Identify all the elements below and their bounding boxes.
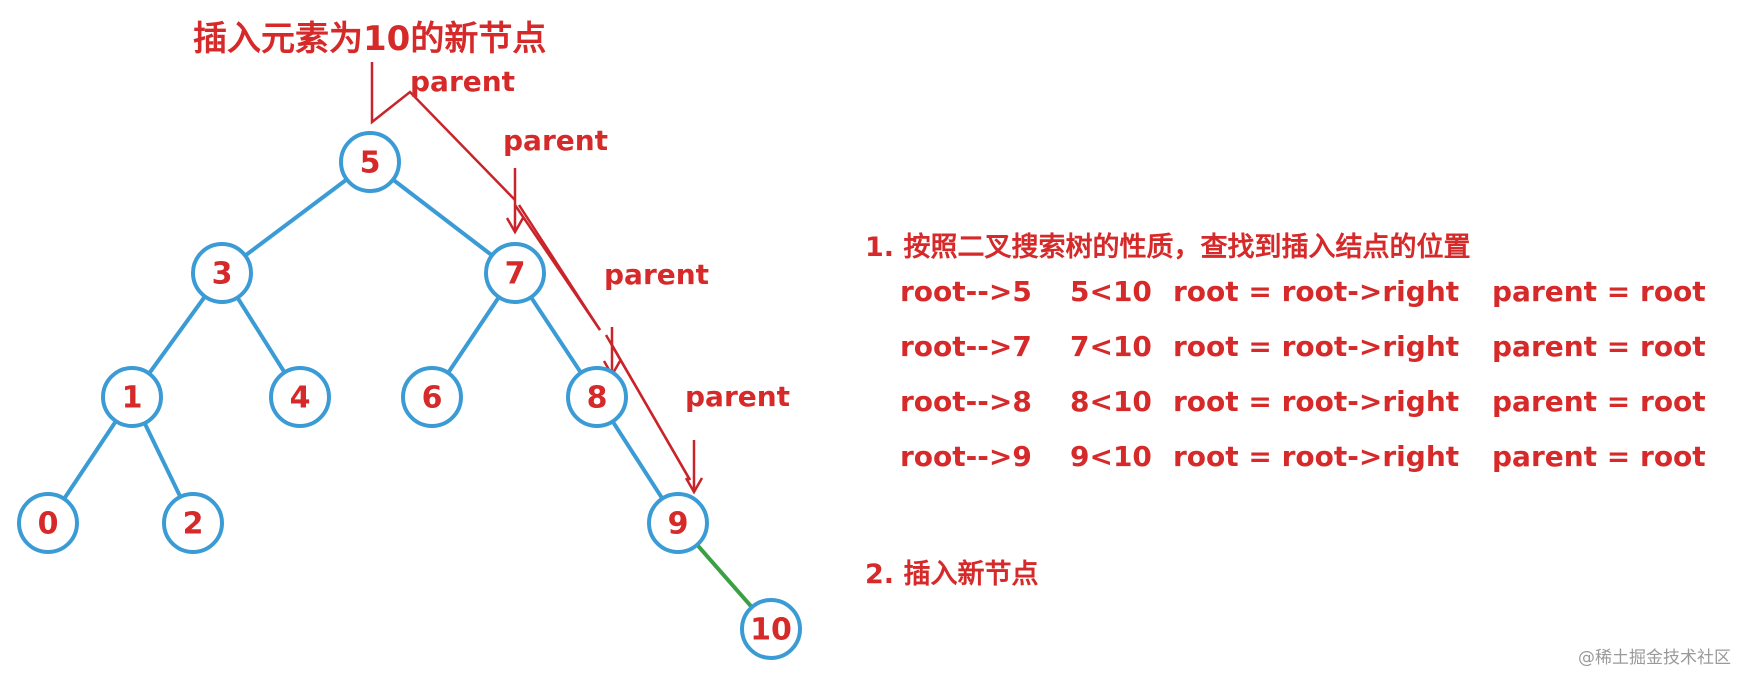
node-circle (339, 131, 401, 193)
node-circle (269, 366, 331, 428)
step2-heading: 2. 插入新节点 (865, 559, 1039, 590)
node-label: 3 (212, 257, 233, 292)
node-circle (191, 242, 253, 304)
parent-labels: parent parent parent parent (410, 65, 790, 413)
node-circle (740, 598, 802, 660)
node-label: 4 (290, 381, 311, 416)
step-cell-c4: parent = root (1492, 330, 1706, 363)
step-cell-c1: root-->5 (900, 275, 1032, 308)
step1-heading: 1. 按照二叉搜索树的性质，查找到插入结点的位置 (865, 232, 1471, 263)
node-circle (401, 366, 463, 428)
tree-node-6: 6 (401, 366, 463, 428)
tree-edge-5-7 (391, 178, 494, 257)
parent-arrow-segment (370, 62, 516, 201)
parent-label: parent (604, 258, 709, 291)
tree-node-3: 3 (191, 242, 253, 304)
node-circle (647, 492, 709, 554)
parent-arrow-segment (604, 334, 692, 481)
tree-edge-5-3 (243, 177, 348, 258)
tree-edge-7-8 (529, 296, 583, 374)
tree-node-8: 8 (566, 366, 628, 428)
tree-node-7: 7 (484, 242, 546, 304)
parent-label: parent (685, 380, 790, 413)
tree-node-5: 5 (339, 131, 401, 193)
diagram-title: 插入元素为10的新节点 (193, 19, 546, 59)
step-cell-c3: root = root->right (1173, 385, 1460, 418)
step-cell-c3: root = root->right (1173, 440, 1460, 473)
node-circle (162, 492, 224, 554)
tree-node-10: 10 (740, 598, 802, 660)
node-circle (484, 242, 546, 304)
node-label: 5 (360, 146, 381, 181)
parent-label: parent (410, 65, 515, 98)
tree-edge-8-9 (610, 420, 665, 500)
tree-nodes: 5 3 7 1 4 6 8 0 2 9 10 (17, 131, 802, 660)
step-cell-c1: root-->9 (900, 440, 1032, 473)
new-edge-9-10 (695, 543, 754, 609)
tree-node-1: 1 (101, 366, 163, 428)
node-label: 9 (668, 507, 689, 542)
arrow-head (684, 477, 704, 495)
tree-edge-1-0 (62, 420, 118, 500)
step-cell-c2: 7<10 (1070, 330, 1152, 363)
step-cell-c3: root = root->right (1173, 330, 1460, 363)
arrow-head (505, 217, 525, 235)
node-circle (17, 492, 79, 554)
node-label: 0 (38, 507, 59, 542)
step-cell-c4: parent = root (1492, 275, 1706, 308)
parent-arrow-segment (517, 204, 602, 331)
tree-node-0: 0 (17, 492, 79, 554)
node-circle (566, 366, 628, 428)
watermark: @稀土掘金技术社区 (1578, 648, 1731, 668)
tree-node-2: 2 (162, 492, 224, 554)
tree-edge-7-6 (446, 295, 501, 375)
step-cell-c2: 9<10 (1070, 440, 1152, 473)
node-circle (101, 366, 163, 428)
step-cell-c4: parent = root (1492, 385, 1706, 418)
tree-node-4: 4 (269, 366, 331, 428)
node-label: 8 (587, 381, 608, 416)
tree-edge-3-4 (235, 296, 287, 374)
node-label: 7 (505, 257, 526, 292)
parent-label: parent (503, 124, 608, 157)
node-label: 10 (750, 613, 792, 648)
node-label: 1 (122, 381, 143, 416)
step-cell-c4: parent = root (1492, 440, 1706, 473)
node-label: 2 (183, 507, 204, 542)
tree-edge-3-1 (147, 295, 207, 375)
step-cell-c2: 8<10 (1070, 385, 1152, 418)
tree-edge-1-2 (142, 422, 183, 498)
step-cell-c1: root-->7 (900, 330, 1032, 363)
step-cell-c1: root-->8 (900, 385, 1032, 418)
step-cell-c3: root = root->right (1173, 275, 1460, 308)
tree-node-9: 9 (647, 492, 709, 554)
node-label: 6 (422, 381, 443, 416)
tree-edges (62, 177, 754, 609)
step-cell-c2: 5<10 (1070, 275, 1152, 308)
